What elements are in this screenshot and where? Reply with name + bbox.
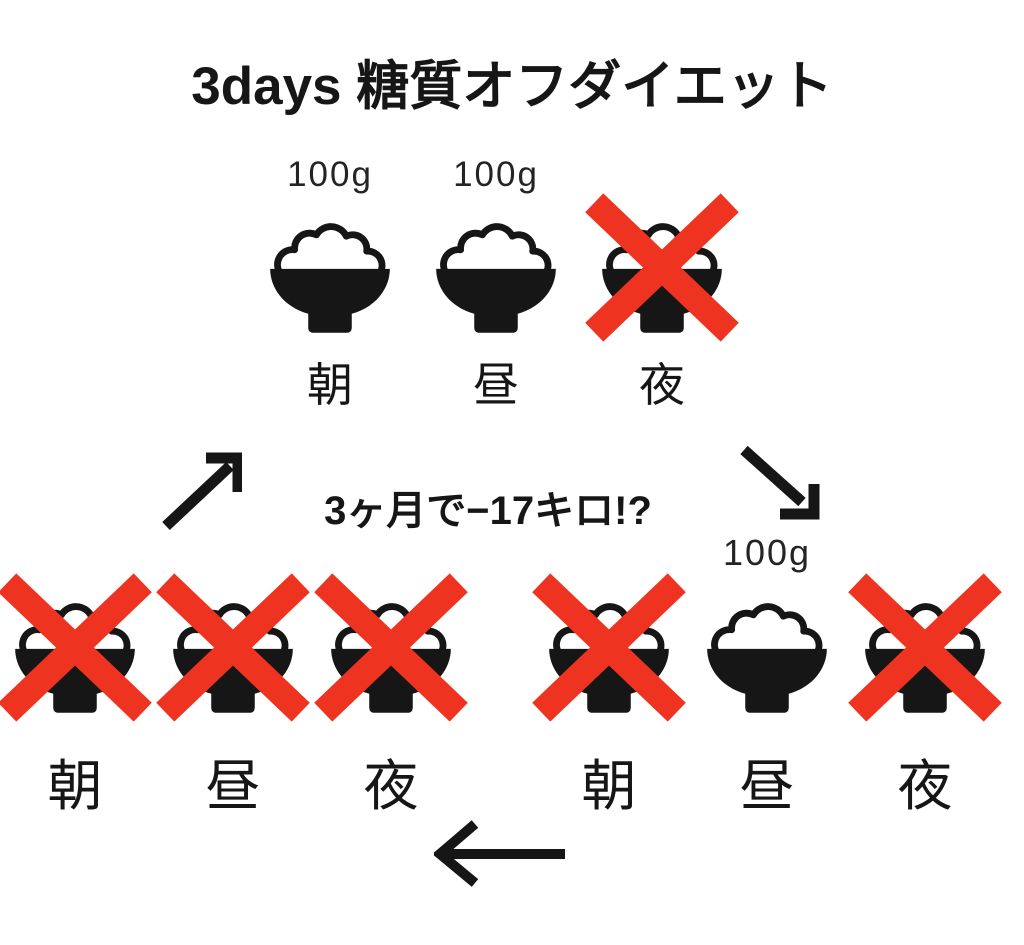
meal-amount-label: [656, 152, 668, 198]
meal-time-label: 朝: [581, 755, 637, 817]
meal-amount-label: 100g: [287, 155, 373, 194]
meal-item: 昼: [154, 528, 312, 821]
rice-bowl: [262, 198, 398, 337]
meal-item: 朝: [530, 528, 688, 821]
meal-time-label: 昼: [473, 359, 519, 411]
bottom-left-day-row: 朝 昼 夜: [0, 528, 470, 821]
meal-time-label: 朝: [307, 359, 353, 411]
meal-time-label: 昼: [205, 755, 261, 817]
rice-bowl-icon: [707, 603, 827, 713]
cycle-result-note: 3ヶ月で−17キロ!?: [324, 489, 652, 533]
meal-amount-label: 100g: [453, 155, 539, 194]
meal-item: 夜: [846, 528, 1004, 821]
meal-time-label: 朝: [47, 755, 103, 817]
rice-bowl-icon: [331, 603, 451, 713]
rice-bowl-icon: [173, 603, 293, 713]
rice-bowl: [585, 193, 739, 342]
meal-item: 100g 昼: [417, 152, 575, 415]
rice-bowl-icon: [436, 223, 556, 333]
top-day-row: 100g 朝 100g 昼: [251, 152, 741, 415]
meal-time-label: 夜: [639, 359, 685, 411]
bottom-right-day-row: 朝 100g 昼 夜: [530, 528, 1004, 821]
meal-item: 100g 朝: [251, 152, 409, 415]
page-title: 3days 糖質オフダイエット: [191, 57, 833, 116]
meal-amount-label: [227, 528, 239, 578]
arrow-down-right-icon: [740, 445, 820, 520]
meal-time-label: 夜: [897, 755, 953, 817]
rice-bowl-icon: [549, 603, 669, 713]
rice-bowl: [428, 198, 564, 337]
rice-bowl: [0, 573, 152, 722]
meal-item: 夜: [312, 528, 470, 821]
meal-amount-label: [919, 528, 931, 578]
rice-bowl-icon: [602, 223, 722, 333]
meal-time-label: 夜: [363, 755, 419, 817]
meal-amount-label: [603, 528, 615, 578]
arrow-left-icon: [434, 820, 565, 887]
rice-bowl-icon: [15, 603, 135, 713]
meal-item: 100g 昼: [688, 528, 846, 821]
rice-bowl-icon: [865, 603, 985, 713]
rice-bowl: [156, 573, 310, 722]
meal-time-label: 昼: [739, 755, 795, 817]
rice-bowl: [848, 573, 1002, 722]
meal-item: 夜: [583, 152, 741, 415]
meal-amount-label: [69, 528, 81, 578]
arrow-up-right-icon: [162, 452, 242, 531]
rice-bowl: [699, 578, 835, 717]
meal-amount-label: 100g: [722, 532, 812, 573]
meal-item: 朝: [0, 528, 154, 821]
rice-bowl: [532, 573, 686, 722]
rice-bowl-icon: [270, 223, 390, 333]
meal-amount-label: [385, 528, 397, 578]
rice-bowl: [314, 573, 468, 722]
